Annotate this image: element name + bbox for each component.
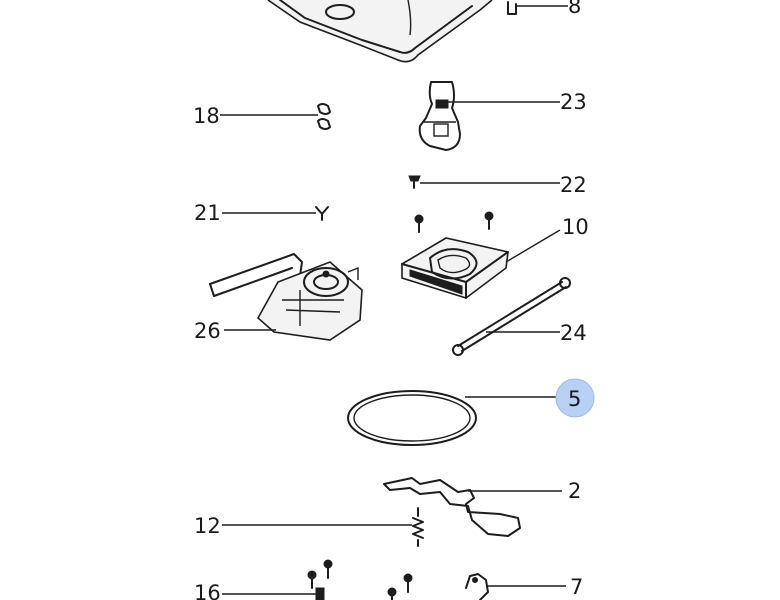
- svg-text:8: 8: [568, 0, 581, 18]
- callout-12[interactable]: 12: [194, 514, 221, 538]
- box-part-10: [401, 237, 509, 299]
- callout-18[interactable]: 18: [193, 104, 220, 128]
- callout-8[interactable]: 8: [568, 0, 581, 18]
- svg-text:23: 23: [560, 90, 587, 114]
- svg-text:24: 24: [560, 321, 587, 345]
- svg-text:10: 10: [562, 215, 589, 239]
- svg-text:22: 22: [560, 173, 587, 197]
- clip-part-8: [507, 1, 517, 15]
- clip-part-21: [315, 206, 329, 221]
- switch-part-23: [418, 81, 461, 151]
- svg-text:18: 18: [193, 104, 220, 128]
- callout-21[interactable]: 21: [194, 201, 221, 225]
- screws-part-16: [307, 559, 413, 600]
- callout-7[interactable]: 7: [570, 575, 583, 599]
- callout-24[interactable]: 24: [560, 321, 587, 345]
- callout-10[interactable]: 10: [562, 215, 589, 239]
- svg-text:5: 5: [568, 387, 581, 411]
- svg-text:21: 21: [194, 201, 221, 225]
- callout-16[interactable]: 16: [194, 581, 221, 600]
- callout-23[interactable]: 23: [560, 90, 587, 114]
- pins-part-18: [317, 103, 331, 130]
- svg-text:2: 2: [568, 479, 581, 503]
- screws-above-part-10: [414, 211, 494, 233]
- top-housing-part: [267, 0, 493, 63]
- callout-2[interactable]: 2: [568, 479, 581, 503]
- bracket-part-7: [465, 573, 489, 600]
- bracket-part-2: [383, 477, 521, 537]
- svg-text:26: 26: [194, 319, 221, 343]
- callout-22[interactable]: 22: [560, 173, 587, 197]
- svg-text:12: 12: [194, 514, 221, 538]
- callout-26[interactable]: 26: [194, 319, 221, 343]
- svg-text:7: 7: [570, 575, 583, 599]
- screw-part-22: [408, 175, 421, 189]
- spring-part-12: [412, 507, 424, 547]
- disc-part-5: [347, 390, 477, 446]
- callout-5-highlighted[interactable]: 5: [555, 378, 595, 418]
- cable-part-24: [452, 277, 571, 356]
- motor-assembly-part-26: [209, 253, 363, 341]
- svg-text:16: 16: [194, 581, 221, 600]
